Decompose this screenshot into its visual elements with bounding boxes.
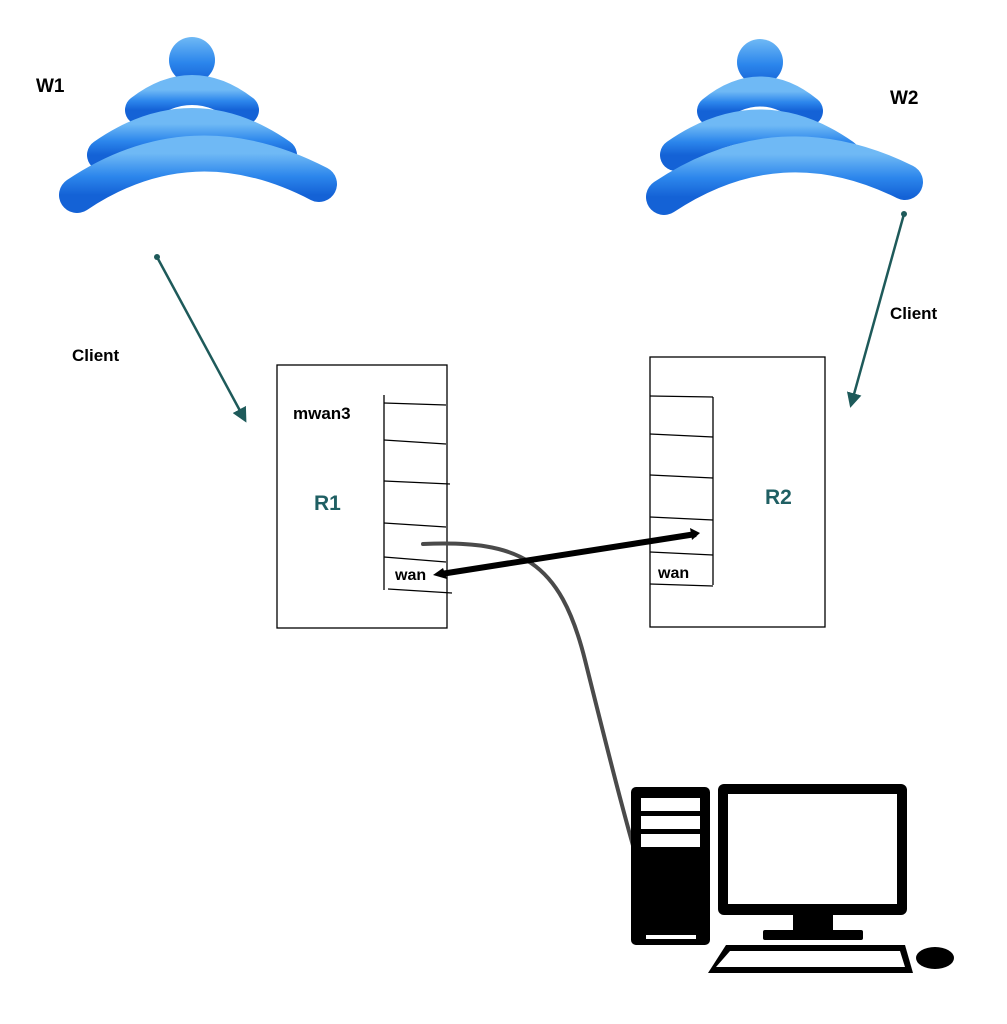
wan-link: [433, 528, 700, 579]
wifi-label-w2: W2: [890, 88, 919, 109]
router-r1-port-label: wan: [394, 567, 426, 584]
client-label-right: Client: [890, 304, 938, 323]
router-r1-label: R1: [314, 492, 341, 515]
router-r1-table-label: mwan3: [293, 404, 351, 423]
wifi-icon-w2: [646, 39, 923, 215]
router-r2-port-label: wan: [657, 565, 689, 582]
client-link-left: [154, 254, 247, 423]
router-r2: [649, 356, 826, 628]
cable-link: [421, 541, 654, 912]
router-r2-label: R2: [765, 486, 792, 509]
desktop-computer-icon: [631, 784, 954, 973]
router-r1: [276, 364, 453, 629]
client-label-left: Client: [72, 346, 120, 365]
wifi-label-w1: W1: [36, 76, 65, 97]
client-link-right: [846, 211, 907, 408]
wifi-icon-w1: [59, 37, 337, 213]
